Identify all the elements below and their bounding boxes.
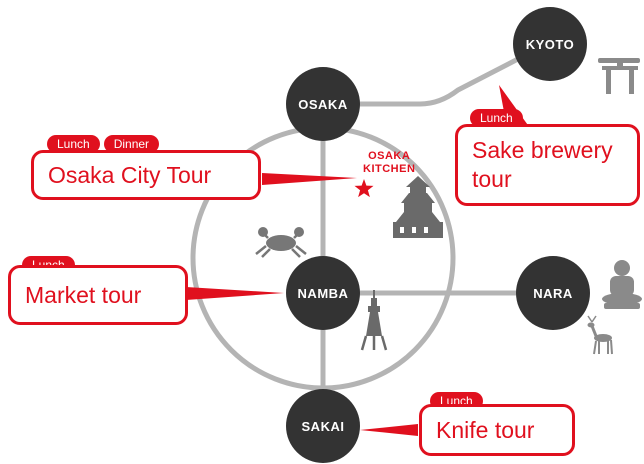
sake-brewery-tour-callout[interactable]: Sake brewery tour bbox=[455, 124, 640, 206]
star-icon bbox=[354, 179, 374, 198]
station-osaka[interactable]: OSAKA bbox=[286, 67, 360, 141]
station-kyoto[interactable]: KYOTO bbox=[513, 7, 587, 81]
knife-tour-callout[interactable]: Knife tour bbox=[419, 404, 575, 456]
sake-tour-title-line1: Sake brewery bbox=[472, 137, 613, 163]
station-label-nara: NARA bbox=[533, 286, 573, 301]
tag-lunch: Lunch bbox=[47, 135, 100, 153]
sake-tour-tags: Lunch bbox=[470, 109, 523, 127]
deer-icon bbox=[587, 315, 613, 355]
torii-gate-icon bbox=[598, 58, 640, 94]
crab-icon bbox=[255, 227, 307, 258]
callout-pointer-market bbox=[186, 287, 284, 300]
kitchen-label-line2: KITCHEN bbox=[363, 163, 416, 175]
track-osaka-kyoto bbox=[323, 41, 549, 107]
kitchen-label-line1: OSAKA bbox=[368, 150, 411, 162]
track-lines bbox=[190, 41, 549, 426]
osaka-city-tour-tags: Lunch Dinner bbox=[47, 135, 160, 153]
osaka-kitchen-label: OSAKA KITCHEN bbox=[363, 150, 415, 176]
sake-tour-title-line2: tour bbox=[472, 166, 512, 192]
osaka-city-tour-title: Osaka City Tour bbox=[48, 161, 212, 188]
station-label-namba: NAMBA bbox=[298, 286, 349, 301]
tag-lunch: Lunch bbox=[470, 109, 523, 127]
knife-tour-title: Knife tour bbox=[436, 416, 535, 443]
station-label-sakai: SAKAI bbox=[302, 419, 345, 434]
buddha-statue-icon bbox=[602, 260, 642, 309]
market-tour-callout[interactable]: Market tour bbox=[8, 265, 188, 325]
tag-dinner: Dinner bbox=[103, 135, 160, 153]
station-nara[interactable]: NARA bbox=[516, 256, 590, 330]
station-label-kyoto: KYOTO bbox=[526, 37, 575, 52]
station-sakai[interactable]: SAKAI bbox=[286, 389, 360, 463]
castle-icon bbox=[393, 176, 443, 238]
osaka-city-tour-callout[interactable]: Osaka City Tour bbox=[31, 150, 261, 200]
market-tour-title: Market tour bbox=[25, 281, 142, 308]
station-label-osaka: OSAKA bbox=[298, 97, 348, 112]
tower-icon bbox=[360, 290, 388, 351]
callout-pointer-osaka-city bbox=[262, 173, 357, 185]
callout-pointer-knife bbox=[360, 424, 418, 436]
station-namba[interactable]: NAMBA bbox=[286, 256, 360, 330]
